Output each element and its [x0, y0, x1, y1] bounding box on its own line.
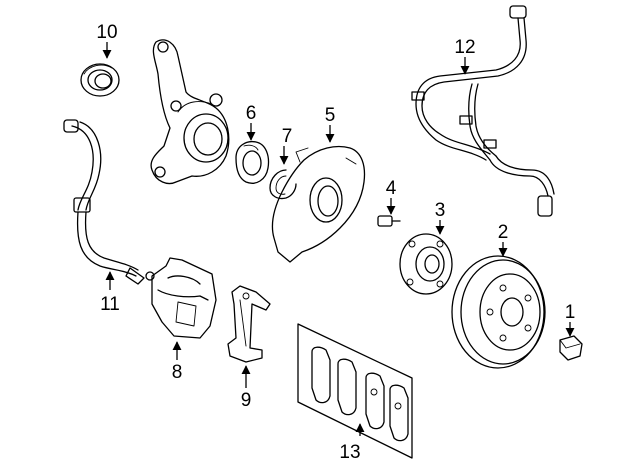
callout-9: 9	[241, 390, 252, 411]
part-11-brake-hose	[63, 119, 145, 285]
callout-8: 8	[172, 362, 183, 383]
part-4-wheel-stud	[377, 215, 401, 227]
part-2-brake-rotor	[451, 255, 546, 369]
part-1-lug-nut	[559, 335, 583, 361]
callout-3: 3	[435, 200, 446, 221]
part-5-splash-shield	[271, 145, 366, 263]
callout-10: 10	[96, 22, 117, 43]
callout-12: 12	[454, 37, 475, 58]
callout-6: 6	[246, 103, 257, 124]
part-12-abs-wire-harness	[411, 5, 555, 217]
callout-5: 5	[325, 105, 336, 126]
part-13-brake-pad-set	[297, 323, 413, 459]
part-10-seal	[80, 63, 120, 97]
callout-4: 4	[386, 178, 397, 199]
callout-11: 11	[100, 294, 120, 315]
callout-7: 7	[282, 126, 293, 147]
callout-13: 13	[339, 442, 360, 463]
part-3-hub	[399, 233, 453, 295]
callout-2: 2	[498, 222, 509, 243]
callout-leaders	[102, 42, 575, 436]
callout-labels: 1 2 3 4 5 6 7 8 9 10 11 12 13	[96, 22, 575, 463]
callout-1: 1	[565, 302, 576, 323]
part-6-wheel-bearing	[235, 140, 270, 184]
part-8-brake-caliper	[145, 257, 217, 339]
part-9-caliper-bracket	[227, 285, 271, 363]
steering-knuckle	[150, 39, 230, 185]
